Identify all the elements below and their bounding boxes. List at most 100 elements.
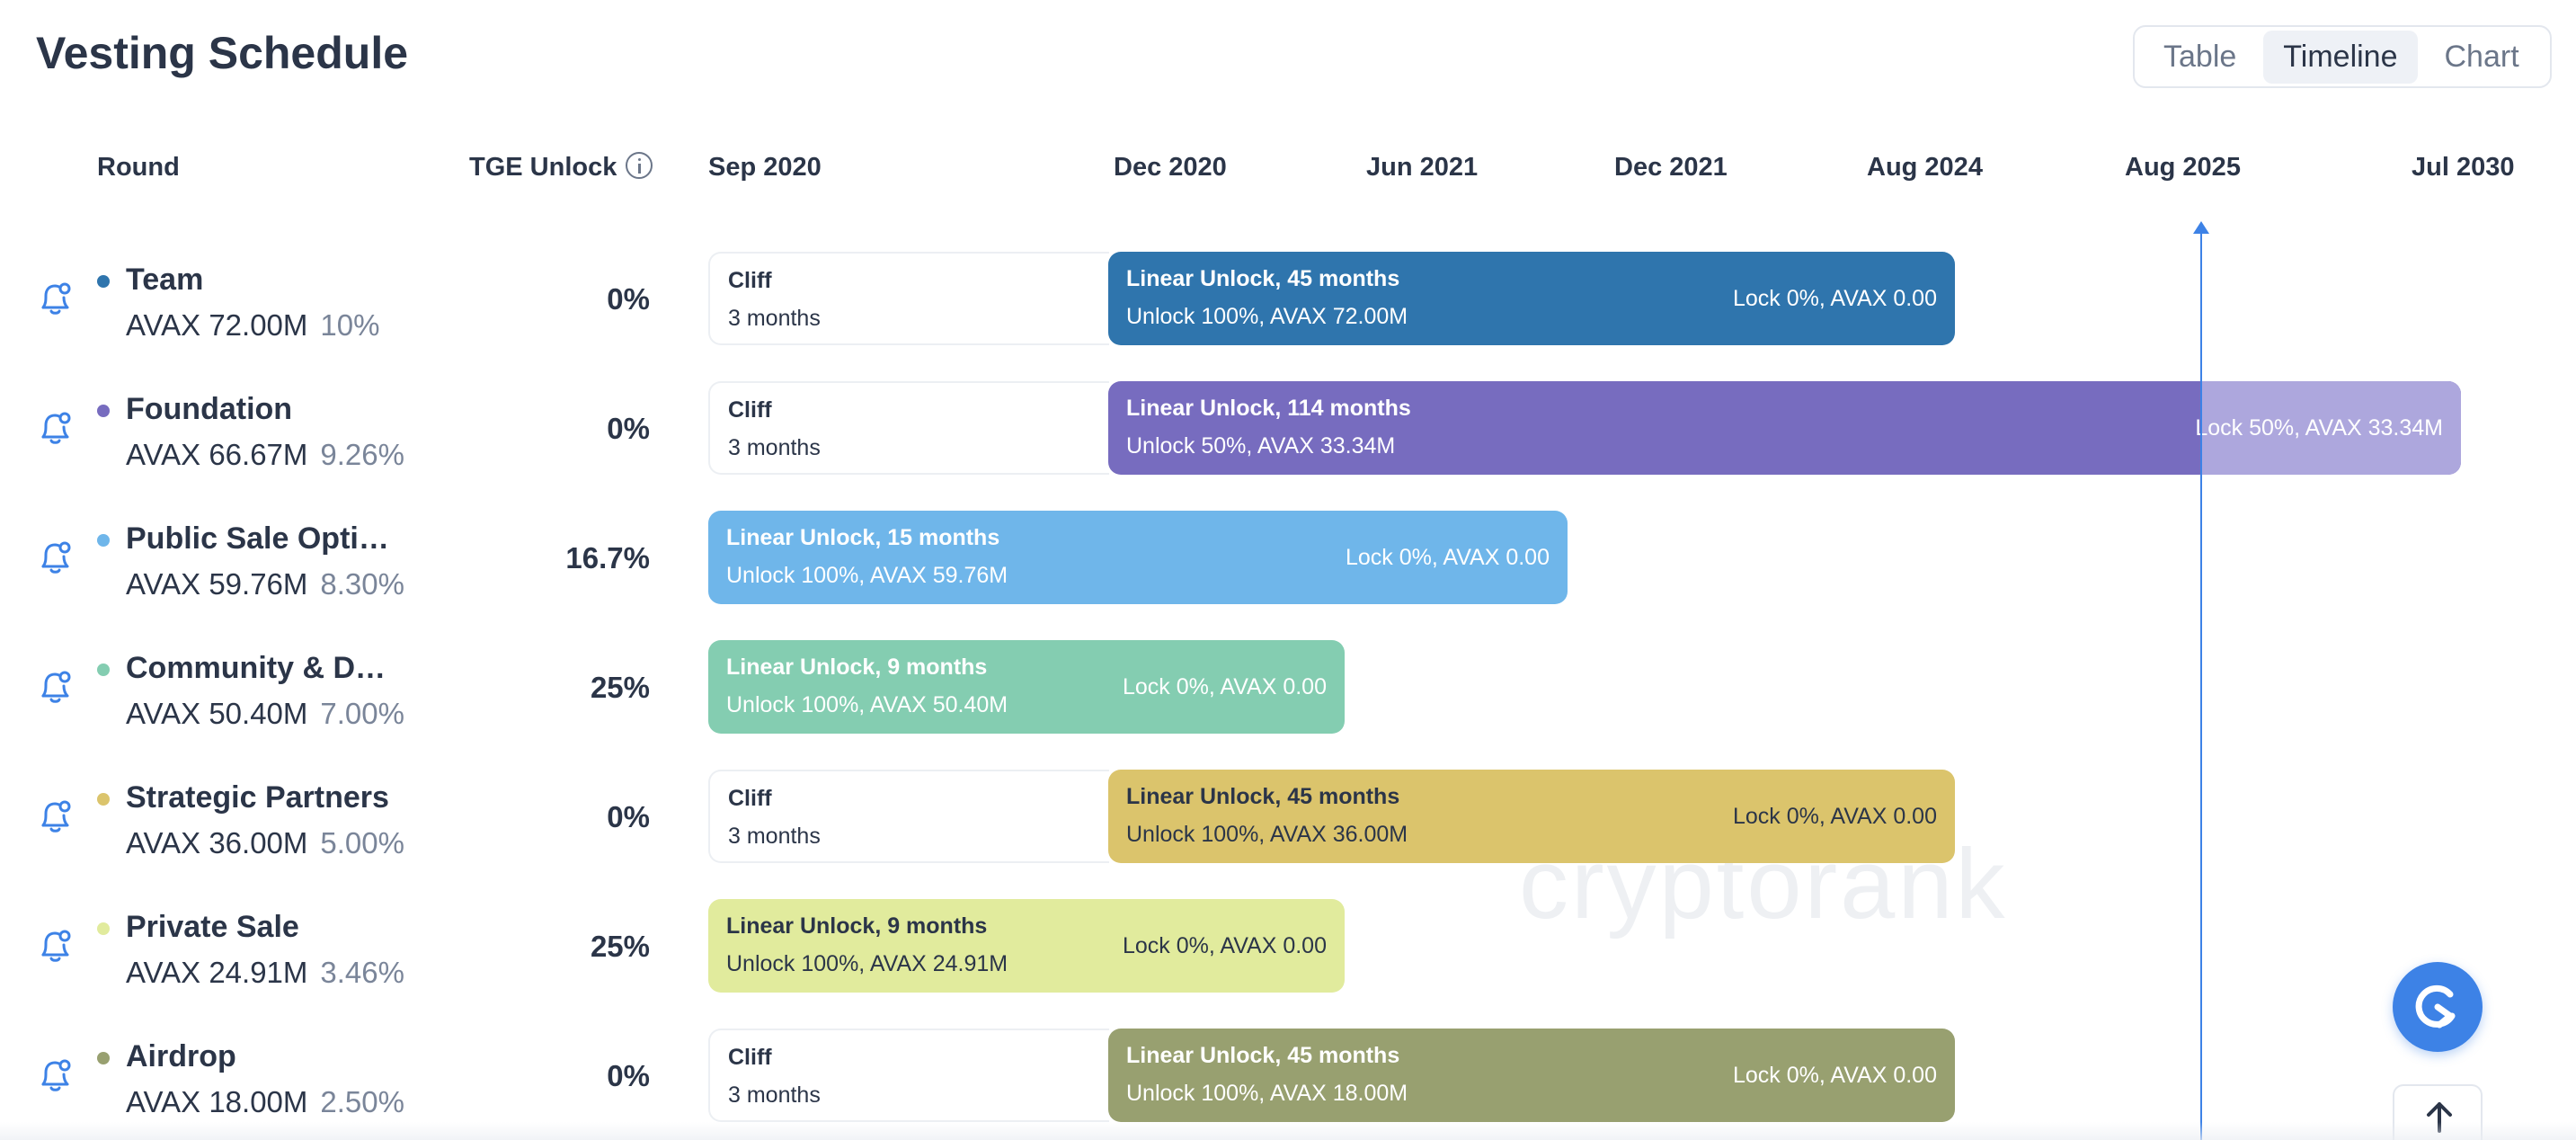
unlock-title: Linear Unlock, 9 months bbox=[726, 913, 988, 939]
round-amount-value: AVAX 59.76M bbox=[126, 567, 308, 601]
round-share: 9.26% bbox=[320, 438, 404, 471]
round-amount-value: AVAX 18.00M bbox=[126, 1085, 308, 1118]
linear-unlock-segment[interactable]: Linear Unlock, 45 months Unlock 100%, AV… bbox=[1108, 252, 1955, 345]
round-amount-value: AVAX 66.67M bbox=[126, 438, 308, 471]
cryptorank-assistant-button[interactable] bbox=[2393, 962, 2483, 1052]
round-name: Strategic Partners bbox=[126, 780, 389, 815]
unlock-detail: Unlock 100%, AVAX 24.91M bbox=[726, 951, 1008, 976]
round-amount-value: AVAX 50.40M bbox=[126, 697, 308, 730]
round-name: Community & De... bbox=[126, 651, 395, 685]
round-amount: AVAX 66.67M 9.26% bbox=[126, 438, 404, 472]
cliff-segment[interactable]: Cliff 3 months bbox=[708, 1029, 1109, 1122]
vesting-row: Community & De... AVAX 50.40M 7.00% 25% Lin… bbox=[0, 640, 2576, 734]
unlock-detail: Unlock 100%, AVAX 18.00M bbox=[1126, 1081, 1408, 1106]
tge-unlock-value: 16.7% bbox=[565, 541, 650, 574]
lock-detail: Lock 0%, AVAX 0.00 bbox=[1123, 674, 1327, 699]
timeline-label: Jun 2021 bbox=[1366, 153, 1479, 182]
round-color-dot bbox=[97, 664, 110, 676]
cliff-duration: 3 months bbox=[728, 1082, 821, 1108]
info-icon[interactable] bbox=[626, 152, 653, 180]
linear-unlock-segment[interactable]: Linear Unlock, 45 months Unlock 100%, AV… bbox=[1108, 1029, 1955, 1122]
round-share: 8.30% bbox=[320, 567, 404, 601]
bell-icon[interactable] bbox=[36, 279, 76, 318]
tab-timeline[interactable]: Timeline bbox=[2263, 30, 2418, 84]
linear-unlock-segment[interactable]: Linear Unlock, 9 months Unlock 100%, AVA… bbox=[708, 899, 1345, 993]
cliff-duration: 3 months bbox=[728, 824, 821, 849]
round-color-dot bbox=[97, 1052, 110, 1064]
lock-detail: Lock 50%, AVAX 33.34M bbox=[2195, 415, 2443, 441]
timeline-label: Aug 2025 bbox=[2125, 153, 2241, 182]
linear-unlock-segment[interactable]: Linear Unlock, 114 months Unlock 50%, AV… bbox=[1108, 381, 2461, 475]
locked-portion bbox=[2200, 381, 2461, 475]
round-name: Public Sale Optio... bbox=[126, 521, 395, 556]
bell-icon[interactable] bbox=[36, 926, 76, 966]
tge-unlock-value: 25% bbox=[590, 671, 650, 704]
vesting-row: Public Sale Optio... AVAX 59.76M 8.30% 16.7… bbox=[0, 511, 2576, 604]
round-share: 5.00% bbox=[320, 826, 404, 859]
round-color-dot bbox=[97, 793, 110, 806]
round-name: Airdrop bbox=[126, 1039, 236, 1073]
unlock-detail: Unlock 100%, AVAX 36.00M bbox=[1126, 822, 1408, 847]
timeline-label: Dec 2020 bbox=[1114, 153, 1227, 182]
round-amount: AVAX 59.76M 8.30% bbox=[126, 567, 404, 601]
cliff-segment[interactable]: Cliff 3 months bbox=[708, 381, 1109, 475]
bell-icon[interactable] bbox=[36, 667, 76, 707]
round-share: 7.00% bbox=[320, 697, 404, 730]
tab-table[interactable]: Table bbox=[2163, 39, 2237, 74]
timeline-label: Aug 2024 bbox=[1867, 153, 1983, 182]
view-toggle: Table Timeline Chart bbox=[2133, 25, 2552, 88]
tab-chart[interactable]: Chart bbox=[2444, 39, 2519, 74]
bell-icon[interactable] bbox=[36, 408, 76, 448]
tge-unlock-value: 0% bbox=[607, 1059, 650, 1092]
round-share: 2.50% bbox=[320, 1085, 404, 1118]
bell-icon[interactable] bbox=[36, 538, 76, 577]
cliff-title: Cliff bbox=[728, 1045, 772, 1070]
round-color-dot bbox=[97, 275, 110, 288]
unlock-detail: Unlock 100%, AVAX 59.76M bbox=[726, 563, 1008, 588]
timeline-label: Jul 2030 bbox=[2412, 153, 2515, 182]
linear-unlock-segment[interactable]: Linear Unlock, 9 months Unlock 100%, AVA… bbox=[708, 640, 1345, 734]
tge-unlock-value: 25% bbox=[590, 930, 650, 963]
round-amount: AVAX 50.40M 7.00% bbox=[126, 697, 404, 731]
cliff-segment[interactable]: Cliff 3 months bbox=[708, 770, 1109, 863]
linear-unlock-segment[interactable]: Linear Unlock, 45 months Unlock 100%, AV… bbox=[1108, 770, 1955, 863]
round-name: Foundation bbox=[126, 392, 293, 426]
cliff-segment[interactable]: Cliff 3 months bbox=[708, 252, 1109, 345]
cliff-title: Cliff bbox=[728, 268, 772, 293]
round-color-dot bbox=[97, 534, 110, 547]
today-marker-line bbox=[2200, 230, 2202, 1140]
unlock-detail: Unlock 50%, AVAX 33.34M bbox=[1126, 433, 1396, 459]
round-name: Private Sale bbox=[126, 910, 299, 944]
bell-icon[interactable] bbox=[36, 1055, 76, 1095]
lock-detail: Lock 0%, AVAX 0.00 bbox=[1733, 1063, 1937, 1088]
lock-detail: Lock 0%, AVAX 0.00 bbox=[1733, 286, 1937, 311]
lock-detail: Lock 0%, AVAX 0.00 bbox=[1733, 804, 1937, 829]
unlock-detail: Unlock 100%, AVAX 72.00M bbox=[1126, 304, 1408, 329]
round-amount-value: AVAX 36.00M bbox=[126, 826, 308, 859]
bell-icon[interactable] bbox=[36, 797, 76, 836]
unlock-title: Linear Unlock, 45 months bbox=[1126, 1043, 1400, 1068]
tge-unlock-value: 0% bbox=[607, 282, 650, 316]
unlock-title: Linear Unlock, 15 months bbox=[726, 525, 1000, 550]
lock-detail: Lock 0%, AVAX 0.00 bbox=[1123, 933, 1327, 958]
round-color-dot bbox=[97, 405, 110, 417]
column-header-round: Round bbox=[97, 153, 180, 182]
round-share: 3.46% bbox=[320, 956, 404, 989]
unlock-detail: Unlock 100%, AVAX 50.40M bbox=[726, 692, 1008, 717]
bottom-fade bbox=[0, 1122, 2576, 1140]
tge-unlock-value: 0% bbox=[607, 800, 650, 833]
round-amount: AVAX 18.00M 2.50% bbox=[126, 1085, 404, 1119]
today-marker-arrow-icon bbox=[2193, 221, 2209, 234]
cliff-title: Cliff bbox=[728, 786, 772, 811]
linear-unlock-segment[interactable]: Linear Unlock, 15 months Unlock 100%, AV… bbox=[708, 511, 1568, 604]
column-header-tge-label: TGE Unlock bbox=[469, 153, 617, 182]
round-amount: AVAX 36.00M 5.00% bbox=[126, 826, 404, 860]
page-title: Vesting Schedule bbox=[36, 28, 409, 78]
